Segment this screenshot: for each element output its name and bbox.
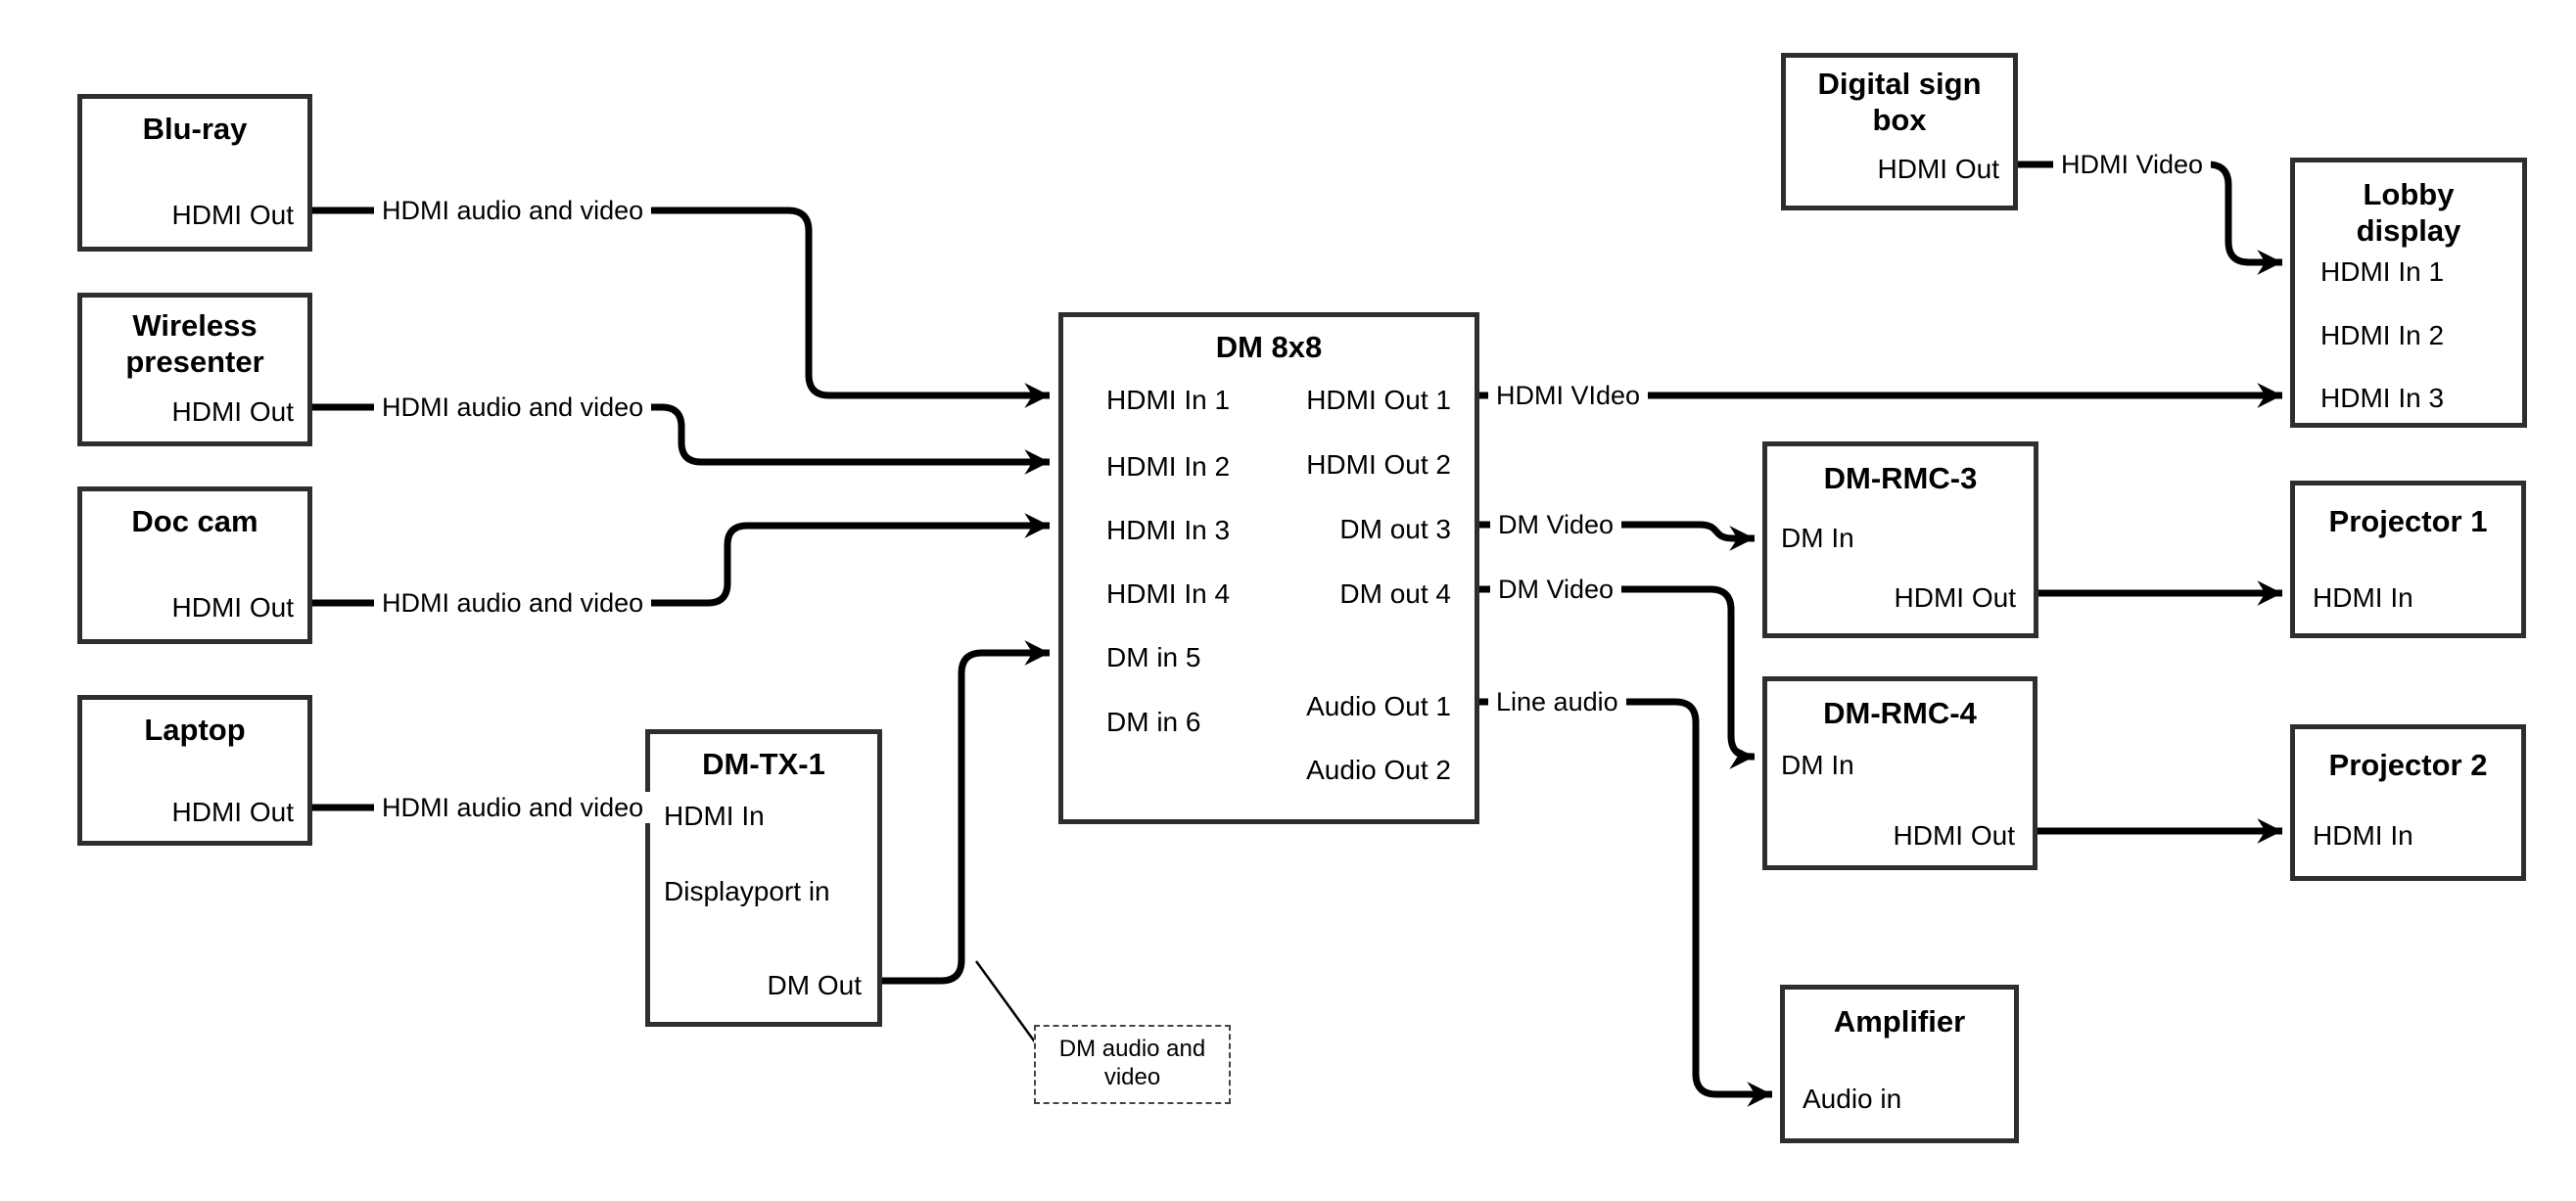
port-hdmi-out: HDMI Out bbox=[171, 797, 294, 827]
port-hdmi-out-2: HDMI Out 2 bbox=[1306, 449, 1451, 480]
node-laptop: Laptop HDMI Out bbox=[77, 695, 312, 846]
wire-label-hdmi-video-digitalsign: HDMI Video bbox=[2053, 149, 2212, 180]
node-dm-rmc-3: DM-RMC-3 DM In HDMI Out bbox=[1762, 441, 2038, 638]
node-title-line1: Lobby bbox=[2363, 177, 2455, 211]
node-projector-2: Projector 2 HDMI In bbox=[2290, 724, 2526, 881]
port-audio-out-1: Audio Out 1 bbox=[1306, 691, 1451, 721]
node-title-line2: presenter bbox=[125, 345, 264, 379]
node-title: DM 8x8 bbox=[1215, 330, 1323, 364]
wire-dm8x8-audio1-to-amplifier bbox=[1479, 698, 1772, 1107]
node-dm-rmc-4: DM-RMC-4 DM In HDMI Out bbox=[1762, 676, 2037, 870]
node-blu-ray: Blu-ray HDMI Out bbox=[77, 94, 312, 252]
node-doc-cam: Doc cam HDMI Out bbox=[77, 486, 312, 644]
node-title-line1: Digital sign bbox=[1817, 67, 1982, 101]
annotation-line1: DM audio and bbox=[1058, 1036, 1206, 1062]
port-hdmi-in: HDMI In bbox=[664, 801, 765, 831]
node-amplifier: Amplifier Audio in bbox=[1780, 985, 2019, 1143]
wire-label-hdmi-audio-video-wireless: HDMI audio and video bbox=[374, 392, 652, 423]
wire-bluray-to-dm8x8-in1 bbox=[312, 207, 1050, 408]
wire-label-hdmi-audio-video-bluray: HDMI audio and video bbox=[374, 195, 652, 226]
node-digital-sign-box: Digital sign box HDMI Out bbox=[1781, 53, 2018, 210]
wire-dm8x8-out4-to-rmc4 bbox=[1479, 585, 1755, 769]
port-hdmi-in: HDMI In bbox=[2313, 582, 2413, 613]
node-title: Amplifier bbox=[1833, 1004, 1966, 1039]
annotation-leader-line bbox=[974, 960, 1038, 1044]
port-hdmi-out: HDMI Out bbox=[171, 396, 294, 427]
port-hdmi-in-2: HDMI In 2 bbox=[1106, 451, 1231, 482]
port-hdmi-out: HDMI Out bbox=[1894, 582, 2016, 613]
port-hdmi-out: HDMI Out bbox=[171, 592, 294, 623]
wire-dmtx1-to-dm8x8-in5 bbox=[882, 640, 1050, 985]
wire-label-dm-video-out3: DM Video bbox=[1490, 509, 1622, 540]
port-hdmi-out: HDMI Out bbox=[1877, 154, 1999, 184]
node-title: Projector 2 bbox=[2328, 748, 2488, 782]
annotation-line2: video bbox=[1103, 1064, 1161, 1090]
wire-digitalsign-to-lobby-in1 bbox=[2018, 161, 2282, 275]
port-dm-in-5: DM in 5 bbox=[1106, 642, 1201, 672]
port-audio-out-2: Audio Out 2 bbox=[1306, 755, 1451, 785]
port-hdmi-in: HDMI In bbox=[2313, 820, 2413, 851]
node-title: DM-RMC-4 bbox=[1823, 696, 1977, 730]
wire-dm8x8-out3-to-rmc3 bbox=[1479, 521, 1755, 551]
port-dm-in: DM In bbox=[1781, 523, 1854, 553]
node-projector-1: Projector 1 HDMI In bbox=[2290, 481, 2526, 638]
node-title: DM-RMC-3 bbox=[1823, 461, 1978, 495]
wire-label-hdmi-audio-video-doccam: HDMI audio and video bbox=[374, 587, 652, 619]
node-title: DM-TX-1 bbox=[702, 747, 825, 781]
node-dm-8x8: DM 8x8 HDMI In 1 HDMI In 2 HDMI In 3 HDM… bbox=[1058, 312, 1479, 824]
node-title-line1: Wireless bbox=[132, 308, 258, 343]
annotation-dm-audio-and-video: DM audio and video bbox=[1034, 1025, 1231, 1104]
port-dm-in: DM In bbox=[1781, 750, 1854, 780]
port-dm-out-4: DM out 4 bbox=[1339, 578, 1451, 609]
node-lobby-display: Lobby display HDMI In 1 HDMI In 2 HDMI I… bbox=[2290, 158, 2527, 428]
port-displayport-in: Displayport in bbox=[664, 876, 830, 906]
wire-label-dm-video-out4: DM Video bbox=[1490, 574, 1622, 605]
node-dm-tx-1: DM-TX-1 HDMI In Displayport in DM Out bbox=[645, 729, 882, 1027]
port-hdmi-in-4: HDMI In 4 bbox=[1106, 578, 1231, 609]
port-hdmi-out-1: HDMI Out 1 bbox=[1306, 385, 1451, 415]
port-hdmi-in-3: HDMI In 3 bbox=[2320, 383, 2445, 413]
node-title-line2: display bbox=[2356, 213, 2461, 248]
port-hdmi-in-2: HDMI In 2 bbox=[2320, 320, 2445, 350]
node-wireless-presenter: Wireless presenter HDMI Out bbox=[77, 293, 312, 446]
node-title: Laptop bbox=[144, 713, 246, 747]
port-hdmi-in-3: HDMI In 3 bbox=[1106, 515, 1231, 545]
port-audio-in: Audio in bbox=[1803, 1084, 1902, 1114]
port-hdmi-out: HDMI Out bbox=[1893, 820, 2015, 851]
wire-label-hdmi-video-out1: HDMI VIdeo bbox=[1488, 380, 1649, 411]
wire-label-line-audio: Line audio bbox=[1488, 686, 1626, 717]
port-hdmi-in-1: HDMI In 1 bbox=[2320, 256, 2445, 287]
wire-label-hdmi-audio-video-laptop: HDMI audio and video bbox=[374, 792, 652, 823]
wire-wireless-to-dm8x8-in2 bbox=[312, 403, 1050, 475]
node-title: Doc cam bbox=[131, 504, 258, 538]
port-hdmi-out: HDMI Out bbox=[171, 200, 294, 230]
wire-doccam-to-dm8x8-in3 bbox=[312, 513, 1050, 607]
port-dm-in-6: DM in 6 bbox=[1106, 707, 1201, 737]
port-dm-out-3: DM out 3 bbox=[1339, 514, 1451, 544]
node-title-line2: box bbox=[1872, 103, 1927, 137]
node-title: Projector 1 bbox=[2328, 504, 2488, 538]
port-hdmi-in-1: HDMI In 1 bbox=[1106, 385, 1231, 415]
port-dm-out: DM Out bbox=[767, 970, 862, 1000]
node-title: Blu-ray bbox=[142, 112, 248, 146]
